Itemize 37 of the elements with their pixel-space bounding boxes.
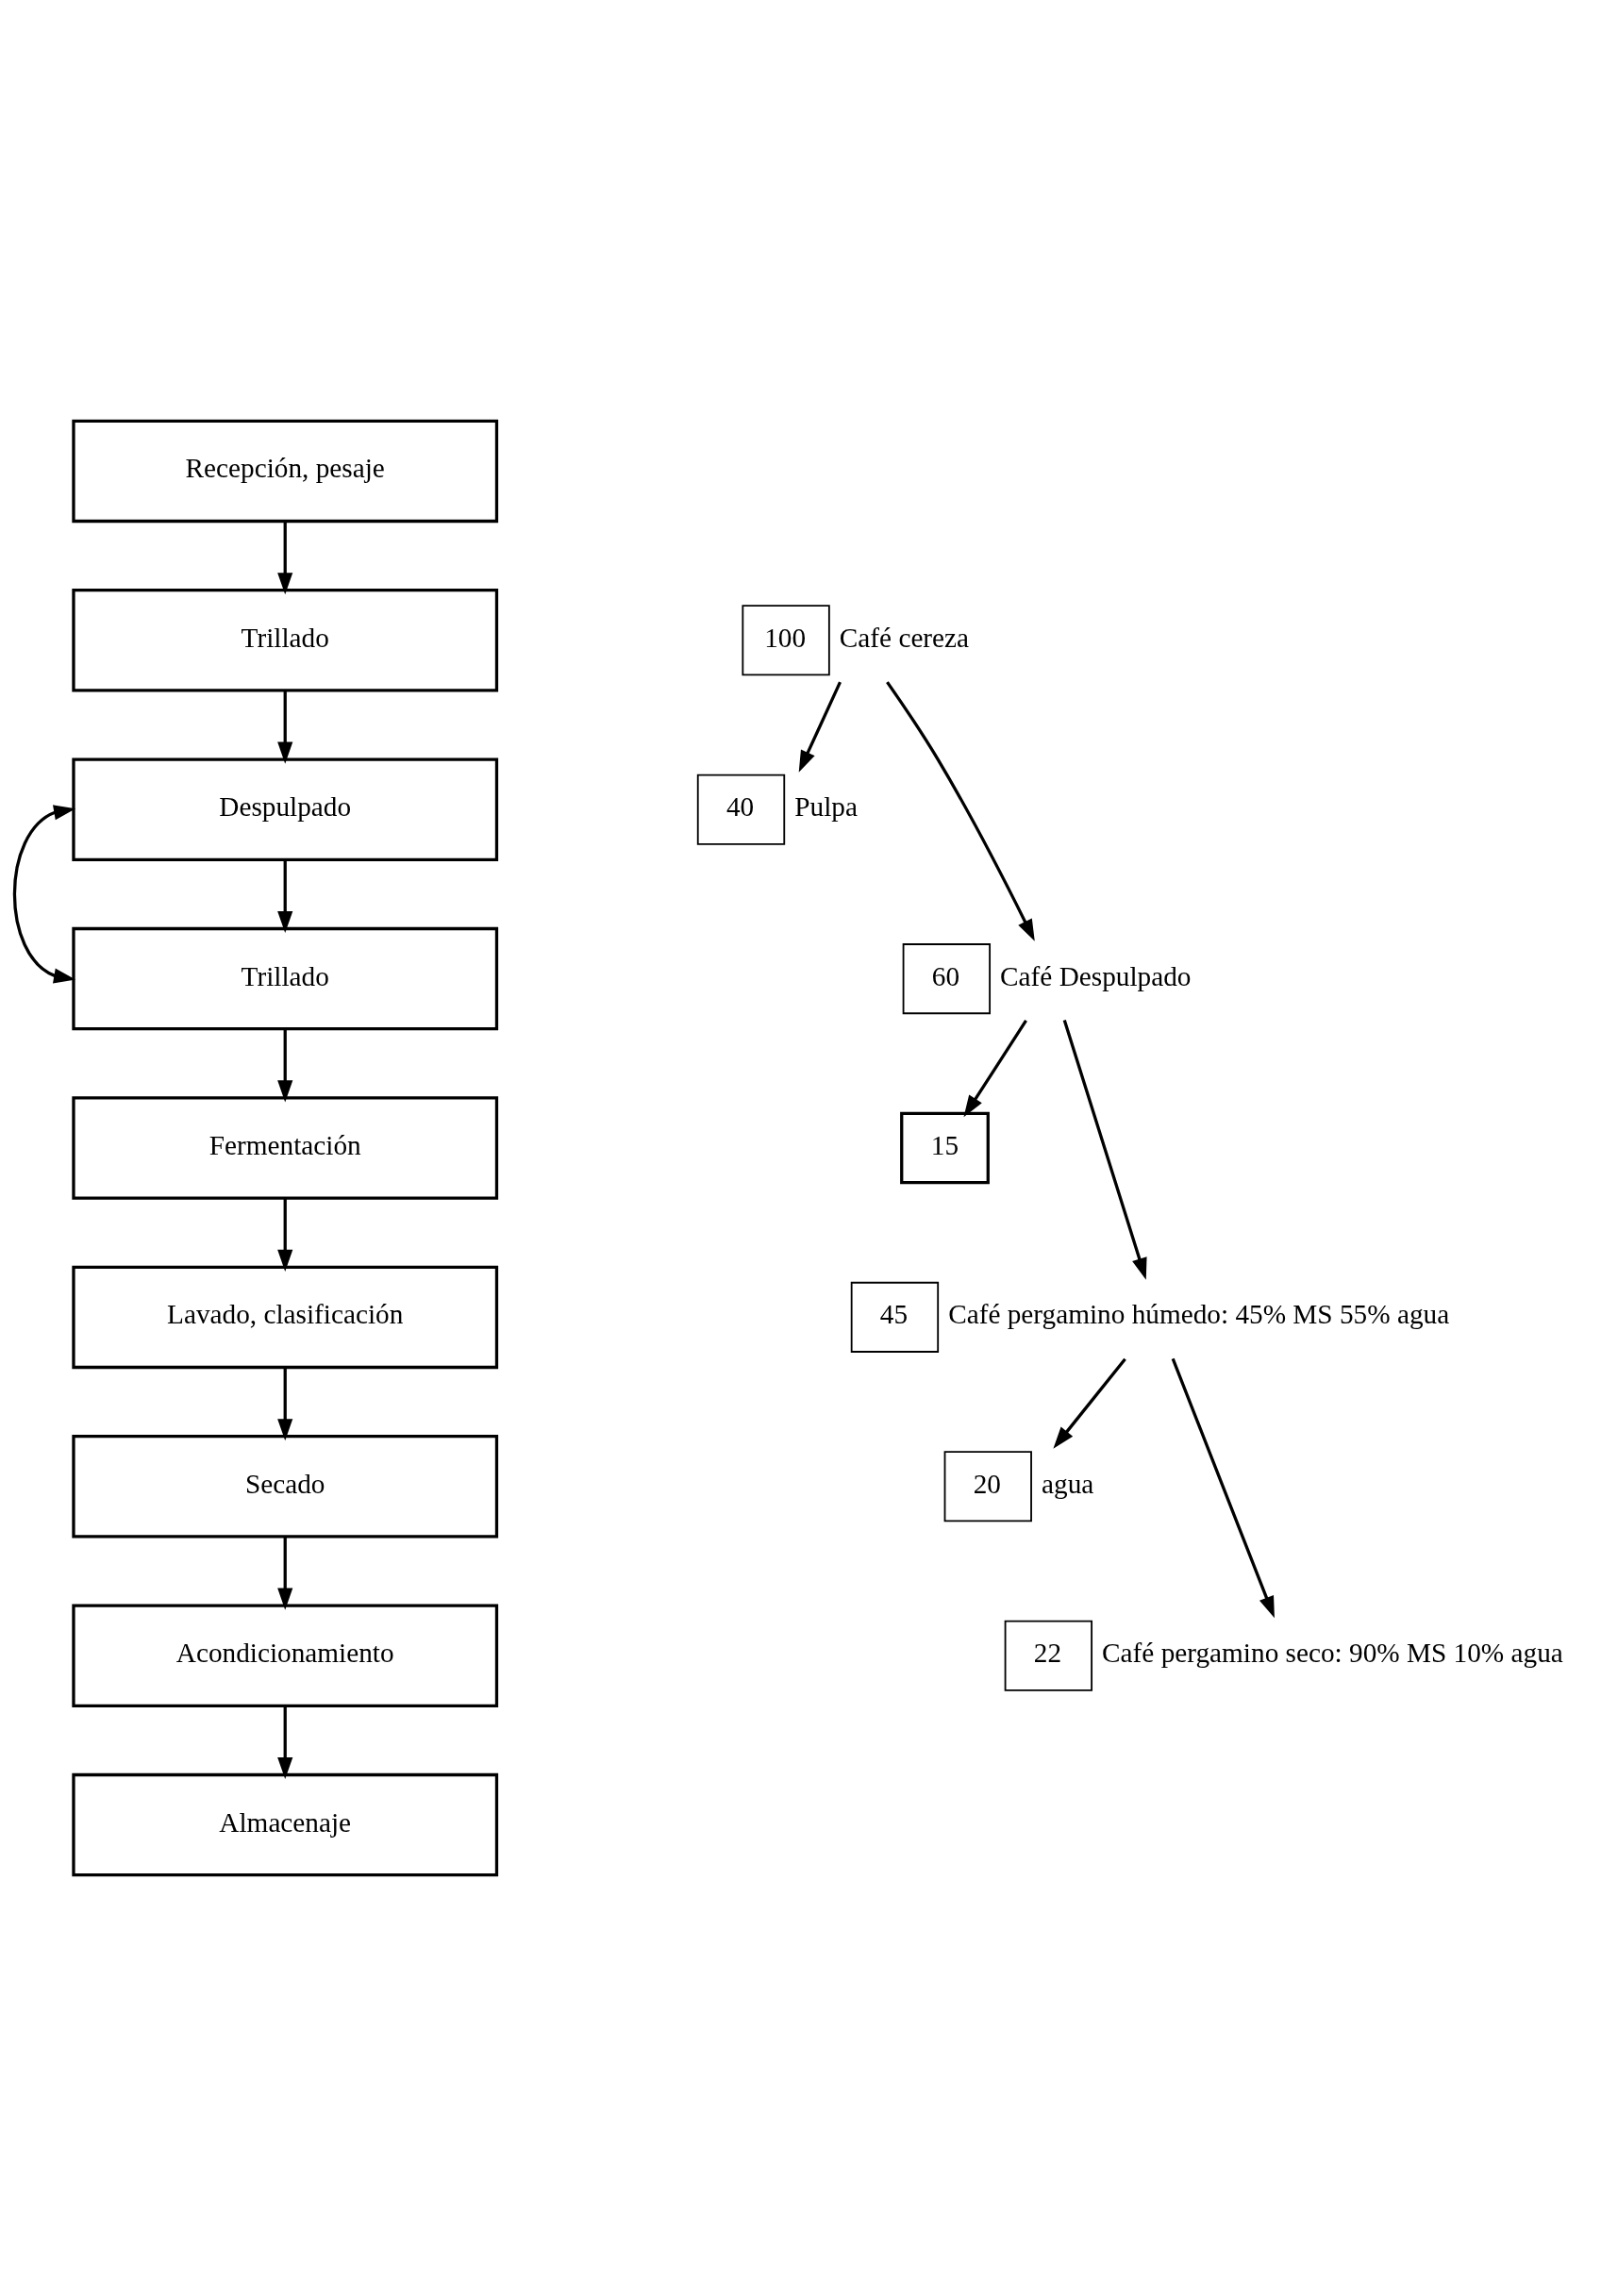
node-label: agua	[1042, 1468, 1094, 1499]
node-label: Café pergamino húmedo: 45% MS 55% agua	[948, 1299, 1450, 1330]
node-box: Almacenaje	[72, 1772, 499, 1877]
node-box: 45	[850, 1281, 940, 1353]
arrow	[277, 1705, 293, 1780]
node-box: Trillado	[72, 589, 499, 692]
node-box: 15	[900, 1111, 990, 1185]
arrow	[1053, 1357, 1126, 1449]
node-box: Lavado, clasificación	[72, 1265, 499, 1370]
arrow	[798, 681, 842, 773]
arrow	[1062, 1020, 1147, 1280]
arrow	[277, 521, 293, 595]
arrow	[12, 805, 76, 984]
node-box: Fermentación	[72, 1096, 499, 1200]
node-box: Despulpado	[72, 757, 499, 861]
node-label: Pulpa	[794, 791, 858, 823]
node-label: Café Despulpado	[1000, 960, 1192, 991]
arrow	[963, 1020, 1027, 1118]
arrow	[277, 1536, 293, 1610]
node-label: Café pergamino seco: 90% MS 10% agua	[1102, 1638, 1563, 1669]
arrow	[277, 859, 293, 934]
node-box: 40	[696, 774, 786, 845]
node-box: Trillado	[72, 926, 499, 1031]
arrow	[277, 1198, 293, 1272]
arrow	[277, 1367, 293, 1441]
arrow	[277, 690, 293, 764]
node-box: 100	[742, 605, 830, 676]
node-box: 20	[943, 1451, 1032, 1522]
node-box: Secado	[72, 1435, 499, 1539]
node-label: Café cereza	[839, 622, 970, 653]
arrow	[1171, 1357, 1275, 1619]
arrow	[886, 681, 1035, 941]
node-box: Acondicionamiento	[72, 1604, 499, 1707]
arrow	[277, 1028, 293, 1103]
node-box: Recepción, pesaje	[72, 419, 499, 524]
node-box: 22	[1004, 1620, 1093, 1691]
node-box: 60	[902, 943, 991, 1015]
